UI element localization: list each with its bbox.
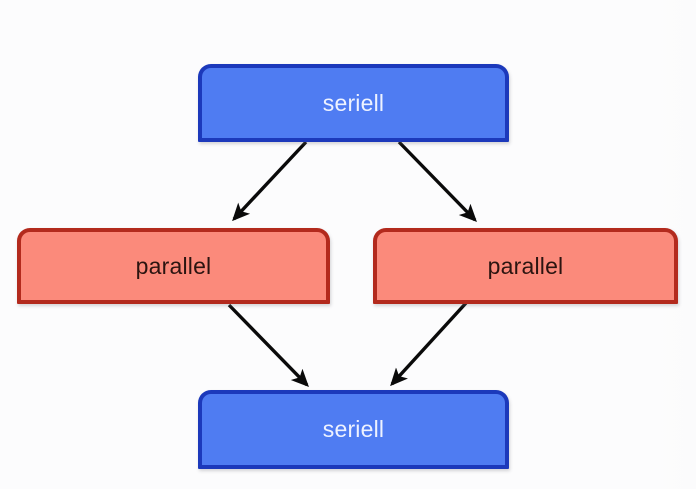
edge-top-to-left-arrow (232, 140, 308, 222)
node-label: seriell (322, 416, 385, 442)
edge-left-to-bottom-arrow (227, 303, 309, 388)
node-label: seriell (322, 89, 385, 116)
node-label: parallel (487, 252, 564, 279)
edge-right-to-bottom-arrow (390, 301, 468, 387)
node-seriell-top[interactable]: seriell (198, 64, 509, 142)
node-label: parallel (135, 252, 212, 279)
edge-top-to-right-arrow (397, 140, 477, 223)
node-parallel-left[interactable]: parallel (17, 228, 330, 304)
node-seriell-bottom[interactable]: seriell (198, 390, 509, 469)
node-parallel-right[interactable]: parallel (373, 228, 678, 304)
